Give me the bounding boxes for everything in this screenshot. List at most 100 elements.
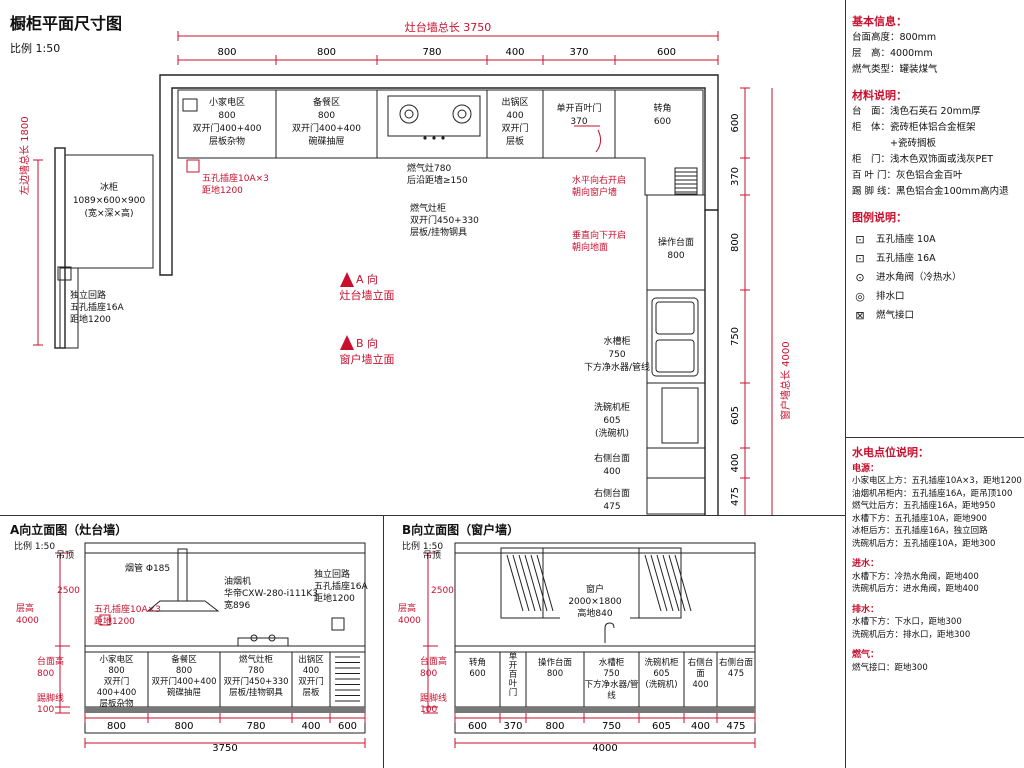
legend-item: ⊠燃气接口 (852, 306, 1022, 325)
legend-item: ⊡五孔插座 10A (852, 230, 1022, 249)
elev-b-dim-1: 370 (503, 721, 522, 732)
elev-a-scale: 比例 1:50 (14, 542, 56, 552)
arrow-a-label: A 向灶台墙立面 (339, 273, 395, 302)
power-item: 小家电区上方：五孔插座10A×3，距地1200 (852, 476, 1022, 486)
basic-title: 基本信息： (852, 15, 907, 28)
water-item: 洗碗机后方：进水角阀，距地400 (852, 584, 979, 594)
elev-a-dim-1: 800 (174, 721, 193, 732)
top-dim-4: 370 (569, 47, 588, 58)
elev-a-dim-4: 600 (338, 721, 357, 732)
legend-item: ⊙进水角阀（冷热水） (852, 268, 1022, 287)
info-panel: 基本信息： 台面高度：800mm 层 高：4000mm 燃气类型：罐装煤气 材料说明… (852, 14, 1022, 325)
right-dim-2: 800 (730, 233, 741, 252)
water-valve-icon: ⊙ (855, 270, 865, 284)
louver-down-note: 垂直向下开启朝向地面 (572, 231, 627, 253)
gas-item: 燃气接口：距地300 (852, 662, 928, 673)
elev-a-total: 3750 (212, 743, 237, 754)
right-dim-6: 475 (730, 487, 741, 506)
right-total-dim: 窗户墙总长 4000 (781, 341, 792, 420)
plan-drawing: 灶台墙总长 3750 800 800 780 400 370 600 (33, 20, 773, 515)
top-dim-5: 600 (657, 47, 676, 58)
elev-a-dim-0: 800 (107, 721, 126, 732)
scale-label: 比例 1:50 (10, 42, 61, 55)
top-dim-2: 780 (422, 47, 441, 58)
legend-item: ◎排水口 (852, 287, 1022, 306)
elev-a-hood: 烟管 Φ185 (125, 564, 171, 574)
material-title: 材料说明： (852, 89, 907, 102)
elev-b-dim-6: 475 (726, 721, 745, 732)
elev-b-dim-0: 600 (468, 721, 487, 732)
top-dim-1: 800 (317, 47, 336, 58)
right-dim-5: 400 (730, 453, 741, 472)
elev-a-ceiling: 吊顶 (56, 551, 75, 561)
power-item: 洗碗机后方：五孔插座10A，距地300 (852, 538, 996, 549)
arrow-b-label: B 向窗户墙立面 (339, 337, 395, 366)
basic-item: 层 高：4000mm (852, 48, 933, 59)
elev-b-dim-4: 605 (652, 721, 671, 732)
basic-item: 燃气类型：罐装煤气 (852, 64, 938, 75)
legend-item: ⊡五孔插座 16A (852, 249, 1022, 268)
drain-item: 水槽下方：下水口，距地300 (852, 617, 962, 627)
mat-item: 台 面：浅色石英石 20mm厚 (852, 106, 981, 117)
power-item: 冰柜后方：五孔插座16A，独立回路 (852, 526, 988, 536)
top-dim-0: 800 (217, 47, 236, 58)
elev-a-dim-3: 400 (301, 721, 320, 732)
right-dim-1: 370 (730, 167, 741, 186)
elev-b-title: B向立面图（窗户墙） (402, 523, 520, 537)
elev-b-cab-2: 单开百叶门 (508, 652, 518, 698)
power-item: 油烟机吊柜内：五孔插座16A，距吊顶100 (852, 488, 1013, 499)
elev-a-dim-2: 780 (246, 721, 265, 732)
elev-a-title: A向立面图（灶台墙） (10, 523, 128, 537)
power-item: 燃气灶后方：五孔插座16A，距地950 (852, 501, 996, 511)
elev-b-ceiling: 吊顶 (423, 551, 442, 561)
right-dim-4: 605 (730, 406, 741, 425)
socket-16a-icon: ⊡ (855, 251, 865, 265)
left-total-dim: 左边墙总长 1800 (20, 116, 31, 195)
elev-b-total: 4000 (592, 743, 617, 754)
mat-item: +瓷砖搁板 (852, 138, 936, 149)
top-total-dim: 灶台墙总长 3750 (405, 20, 492, 34)
legend-title: 图例说明： (852, 211, 907, 224)
elev-b-scale: 比例 1:50 (402, 542, 444, 552)
mat-item: 柜 体：瓷砖柜体铝合金框架 (852, 122, 976, 133)
basic-item: 台面高度：800mm (852, 32, 937, 43)
arrow-b-icon (340, 335, 354, 350)
elev-b-dim-3: 750 (602, 721, 621, 732)
hw-title: 水电点位说明： (852, 446, 929, 459)
elev-b-dim-5: 400 (691, 721, 710, 732)
arrow-a-icon (340, 272, 354, 287)
water-item: 水槽下方：冷热水角阀，距地400 (852, 571, 979, 582)
top-dim-3: 400 (505, 47, 524, 58)
page-title: 橱柜平面尺寸图 (10, 14, 123, 33)
